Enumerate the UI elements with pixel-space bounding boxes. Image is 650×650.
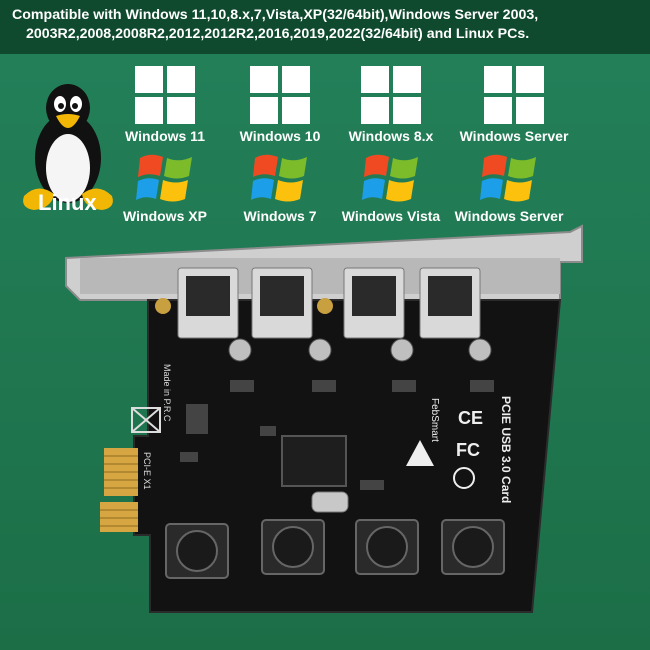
- compatibility-line-2: 2003R2,2008,2008R2,2012,2012R2,2016,2019…: [26, 26, 530, 42]
- os-label: Windows 8.x: [348, 128, 434, 144]
- os-windows-11: Windows 11: [105, 66, 225, 144]
- recycle-icon: [453, 467, 475, 489]
- board-slot-label: PCI-E X1: [142, 452, 152, 490]
- os-windows-vista: Windows Vista: [331, 152, 451, 224]
- cert-ce: CE: [458, 408, 483, 428]
- os-label: Windows Vista: [341, 208, 441, 224]
- os-windows-server-modern: Windows Server: [454, 66, 574, 144]
- windows-classic-flag-icon: [480, 154, 536, 202]
- windows-modern-logo-icon: [361, 66, 421, 124]
- controller-chip: [281, 435, 347, 487]
- windows-modern-logo-icon: [135, 66, 195, 124]
- board-title: PCIE USB 3.0 Card: [499, 396, 513, 503]
- windows-classic-flag-icon: [136, 154, 192, 202]
- os-windows-xp: Windows XP: [105, 152, 225, 224]
- tux-penguin-icon: [23, 84, 113, 210]
- os-label: Windows Server: [459, 128, 569, 144]
- windows-classic-flag-icon: [362, 154, 418, 202]
- os-windows-8x: Windows 8.x: [331, 66, 451, 144]
- os-windows-10: Windows 10: [220, 66, 340, 144]
- os-label: Windows 10: [239, 128, 321, 144]
- os-label: Windows 7: [243, 208, 317, 224]
- cert-fc: FC: [456, 440, 480, 460]
- capacitors: [228, 338, 492, 362]
- usb-ports: [177, 267, 481, 339]
- windows-modern-logo-icon: [484, 66, 544, 124]
- no-bin-icon: [131, 407, 161, 433]
- os-label: Windows Server: [454, 208, 564, 224]
- windows-classic-flag-icon: [251, 154, 307, 202]
- os-windows-server-classic: Windows Server: [449, 152, 569, 224]
- os-label: Windows 11: [124, 128, 205, 144]
- inductors: [165, 519, 505, 579]
- gold-fingers: [100, 448, 138, 532]
- board-made-in: Made in P.R.C: [162, 364, 172, 422]
- compatibility-banner: Compatible with Windows 11,10,8.x,7,Vist…: [0, 0, 650, 54]
- board-brand: FebSmart: [429, 398, 440, 442]
- linux-label: Linux: [38, 190, 97, 215]
- windows-modern-logo-icon: [250, 66, 310, 124]
- os-windows-7: Windows 7: [220, 152, 340, 224]
- os-label: Windows XP: [123, 208, 207, 224]
- compatibility-line-1: Compatible with Windows 11,10,8.x,7,Vist…: [12, 7, 539, 23]
- warning-symbol-icon: [406, 440, 434, 466]
